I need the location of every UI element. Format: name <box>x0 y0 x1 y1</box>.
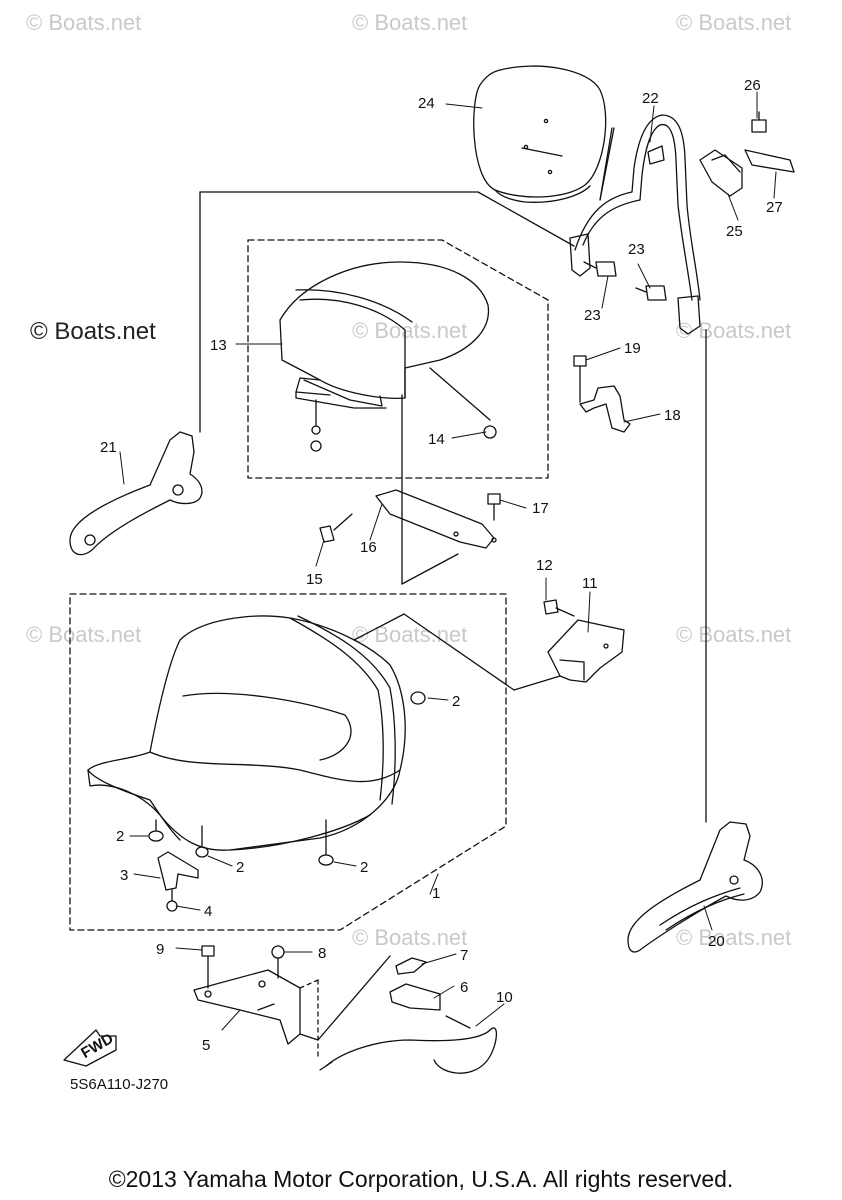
callout: 23 <box>628 241 645 258</box>
callout: 7 <box>460 947 468 964</box>
watermark: © Boats.net <box>352 318 468 343</box>
callout: 27 <box>766 199 783 216</box>
callout: 1 <box>432 885 440 902</box>
callout: 14 <box>428 431 445 448</box>
callout: 18 <box>664 407 681 424</box>
main-seat-group <box>69 593 561 931</box>
grab-bar-left <box>69 191 575 556</box>
backrest-bar <box>569 114 701 335</box>
callout: 15 <box>306 571 323 588</box>
seat-clip <box>573 355 631 433</box>
callout: 16 <box>360 539 377 556</box>
bolt-23 <box>583 261 667 301</box>
watermark: © Boats.net <box>26 10 142 35</box>
callout: 3 <box>120 867 128 884</box>
callout: 2 <box>452 693 460 710</box>
callout: 20 <box>708 933 725 950</box>
watermark: © Boats.net <box>676 10 792 35</box>
callout: 9 <box>156 941 164 958</box>
watermark: © Boats.net <box>352 622 468 647</box>
callout: 17 <box>532 500 549 517</box>
leader-lines <box>119 91 777 1031</box>
fwd-arrow-icon <box>63 1029 117 1067</box>
callout: 2 <box>360 859 368 876</box>
callout: 23 <box>584 307 601 324</box>
seat-lock-bracket <box>543 599 625 683</box>
callouts: 1 2 2 2 2 3 4 5 6 7 8 9 10 11 12 13 14 1… <box>100 77 783 1054</box>
watermark: © Boats.net <box>676 318 792 343</box>
watermark: © Boats.net <box>352 10 468 35</box>
callout: 25 <box>726 223 743 240</box>
watermark: © Boats.net <box>26 622 142 647</box>
callout: 6 <box>460 979 468 996</box>
passenger-seat-group <box>247 239 549 479</box>
callout: 2 <box>116 828 124 845</box>
callout: 24 <box>418 95 435 112</box>
watermark: © Boats.net <box>352 925 468 950</box>
callout: 13 <box>210 337 227 354</box>
grab-bar-right <box>627 329 763 953</box>
fwd-label: FWD <box>78 1030 116 1062</box>
watermark: © Boats.net <box>30 318 156 345</box>
diagram-code: 5S6A110-J270 <box>70 1076 169 1093</box>
callout: 2 <box>236 859 244 876</box>
callout: 12 <box>536 557 553 574</box>
seat-bracket <box>319 394 501 585</box>
callout: 8 <box>318 945 326 962</box>
parts-diagram: FWD 1 2 2 2 2 3 4 5 6 7 8 9 10 11 12 13 … <box>63 65 795 1074</box>
backrest-bracket <box>699 111 795 197</box>
callout: 22 <box>642 90 659 107</box>
watermark: © Boats.net <box>676 622 792 647</box>
backrest-pad <box>473 65 607 203</box>
callout: 26 <box>744 77 761 94</box>
callout: 5 <box>202 1037 210 1054</box>
callout: 19 <box>624 340 641 357</box>
lower-bracket <box>193 945 497 1074</box>
copyright-notice: ©2013 Yamaha Motor Corporation, U.S.A. A… <box>108 1166 734 1192</box>
callout: 10 <box>496 989 513 1006</box>
callout: 4 <box>204 903 212 920</box>
callout: 21 <box>100 439 117 456</box>
callout: 11 <box>582 575 598 592</box>
watermark: © Boats.net <box>676 925 792 950</box>
